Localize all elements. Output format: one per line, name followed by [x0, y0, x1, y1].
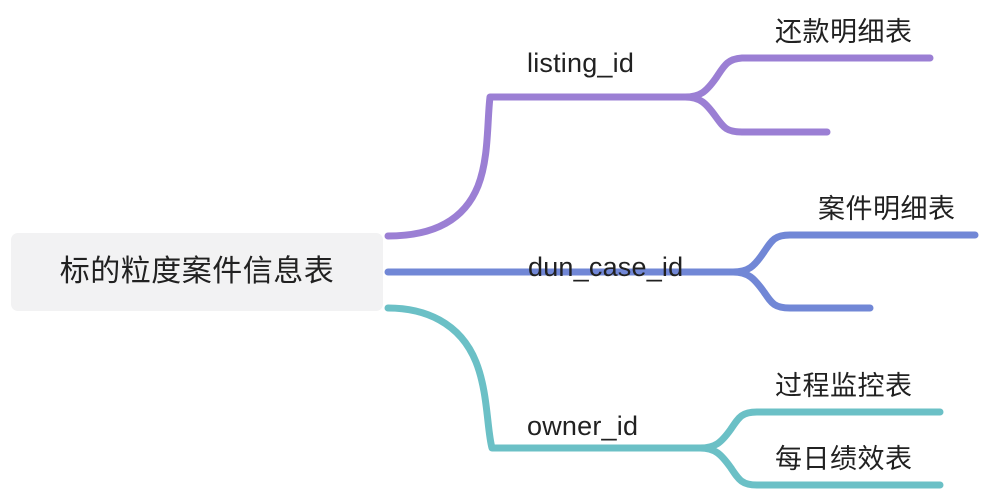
edge-owner-to-daily-performance: [696, 444, 944, 489]
edge-listing-to-unlabeled: [681, 93, 831, 136]
edge-owner-to-process-monitor: [696, 408, 944, 452]
branch-label-listing-id[interactable]: listing_id: [527, 48, 635, 78]
edge-root-to-listing: [384, 93, 689, 240]
branch-label-dun-case-id[interactable]: dun_case_id: [528, 252, 684, 282]
leaf-label-daily-performance[interactable]: 每日绩效表: [775, 444, 913, 474]
edge-dun-case-to-unlabeled: [729, 268, 874, 312]
leaf-label-process-monitor[interactable]: 过程监控表: [775, 371, 913, 401]
branch-label-owner-id[interactable]: owner_id: [527, 411, 639, 441]
edge-root-to-owner: [384, 304, 704, 452]
edge-dun-case-to-case-detail: [729, 231, 979, 276]
root-node[interactable]: 标的粒度案件信息表: [11, 233, 383, 311]
leaf-label-case-detail[interactable]: 案件明细表: [818, 194, 956, 224]
root-node-label: 标的粒度案件信息表: [59, 255, 335, 288]
leaf-label-repayment-detail[interactable]: 还款明细表: [775, 17, 913, 47]
edge-listing-to-repayment-detail: [681, 54, 934, 101]
